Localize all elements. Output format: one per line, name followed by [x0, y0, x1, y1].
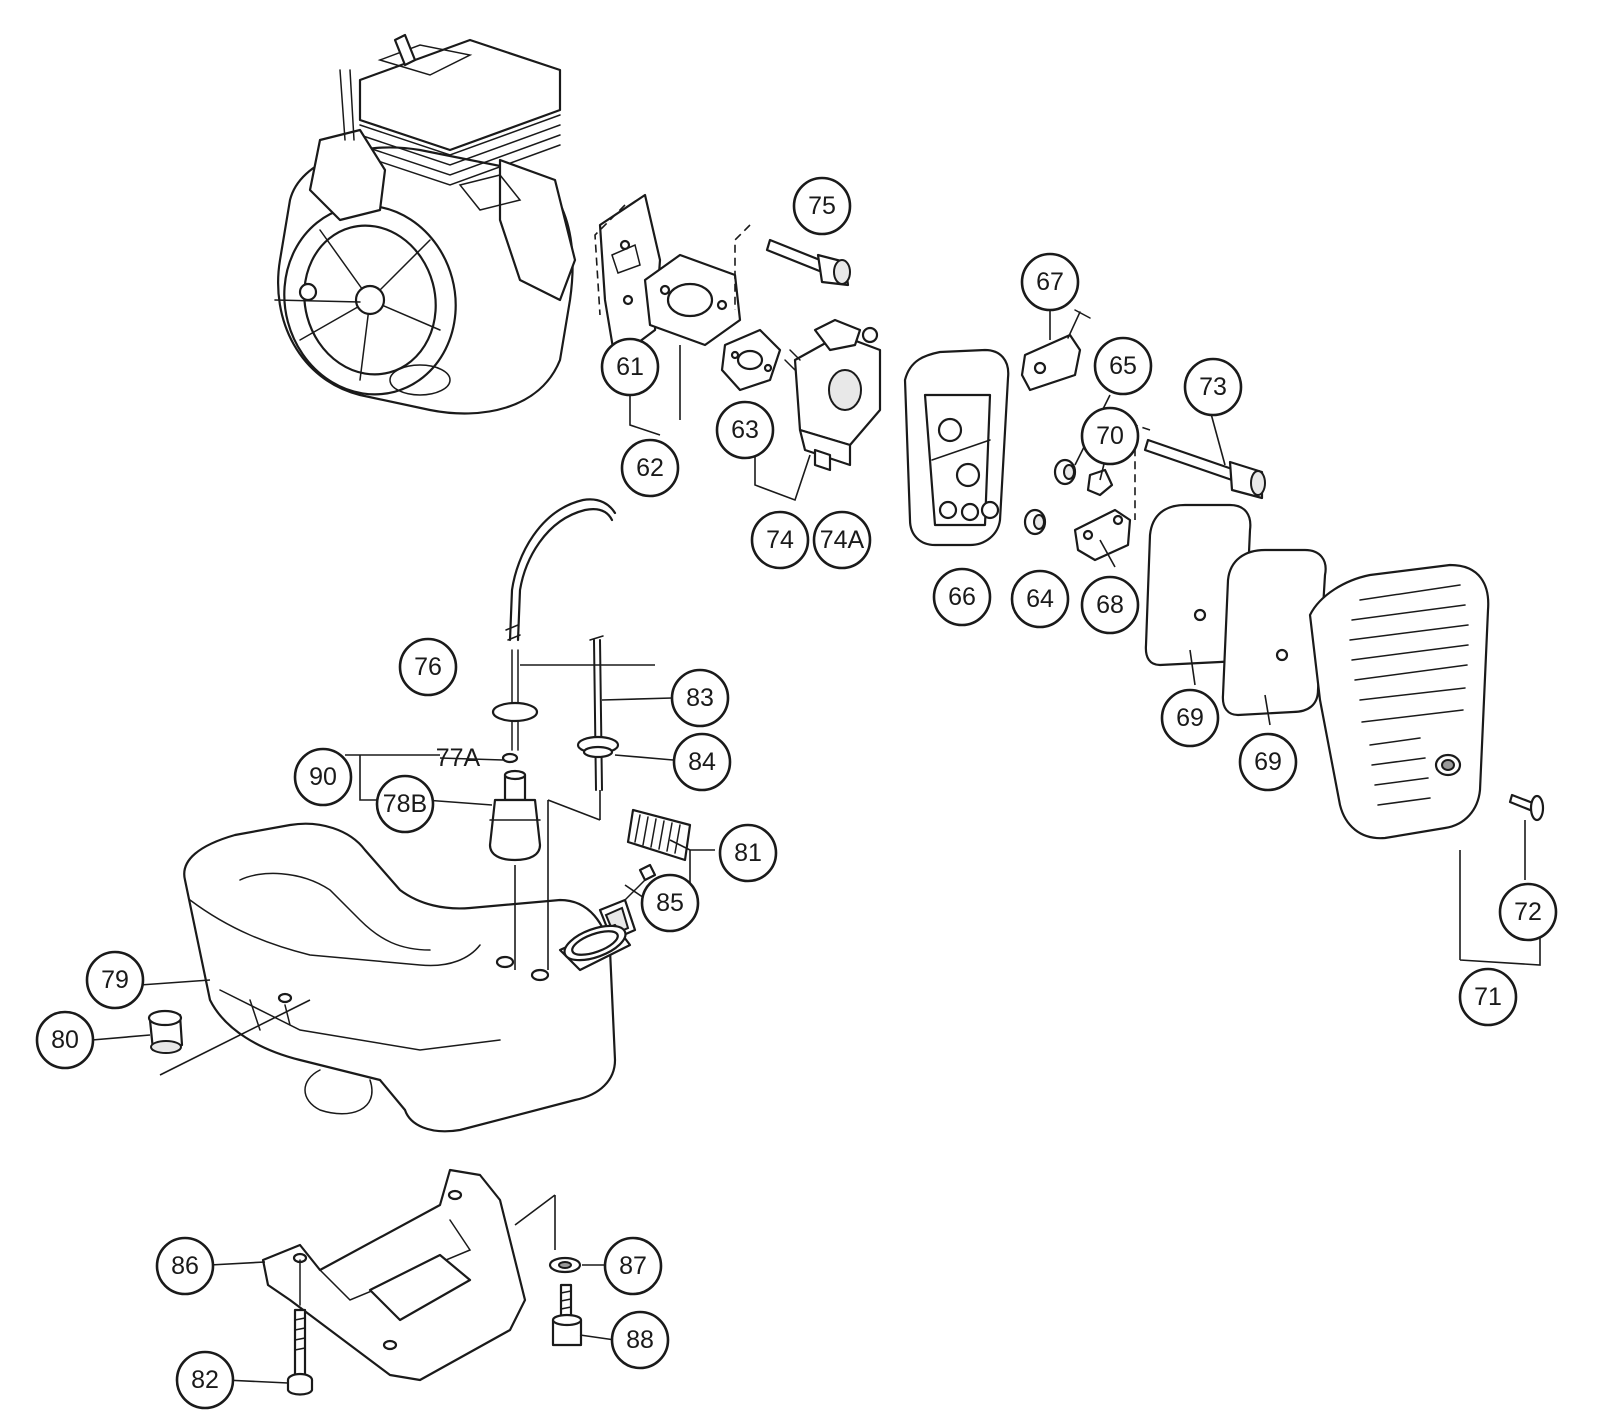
svg-text:65: 65 [1109, 352, 1137, 380]
fuel-filter-78B [488, 769, 542, 862]
callout-69-b: 69 [1238, 732, 1298, 792]
svg-text:73: 73 [1199, 373, 1227, 401]
engine-assembly [274, 33, 577, 415]
svg-text:68: 68 [1096, 591, 1124, 619]
svg-text:66: 66 [948, 583, 976, 611]
callout-85: 85 [640, 873, 700, 933]
callout-74A: 74A [812, 510, 872, 570]
insulator-62 [643, 253, 742, 347]
callout-64: 64 [1010, 569, 1070, 629]
element-69-back [1221, 548, 1327, 717]
svg-text:74: 74 [766, 526, 794, 554]
callout-81: 81 [718, 823, 778, 883]
svg-text:85: 85 [656, 889, 684, 917]
grommet-84 [576, 735, 620, 759]
carburetor-74 [784, 318, 882, 472]
svg-text:87: 87 [619, 1252, 647, 1280]
svg-text:86: 86 [171, 1252, 199, 1280]
svg-text:72: 72 [1514, 898, 1542, 926]
strainer-81 [626, 808, 692, 862]
callout-65: 65 [1093, 336, 1153, 396]
svg-text:69: 69 [1176, 704, 1204, 732]
svg-text:77A: 77A [436, 744, 481, 772]
svg-text:90: 90 [309, 763, 337, 791]
callout-67: 67 [1020, 252, 1080, 312]
plate-68 [1073, 508, 1132, 562]
callout-73: 73 [1183, 357, 1243, 417]
callout-84: 84 [672, 732, 732, 792]
callout-66: 66 [932, 567, 992, 627]
svg-text:69: 69 [1254, 748, 1282, 776]
guide-lines [159, 204, 1151, 1250]
part-70 [1086, 468, 1114, 497]
svg-text:78B: 78B [383, 790, 427, 818]
washer-87 [548, 1256, 582, 1274]
svg-text:76: 76 [414, 653, 442, 681]
bolt-73 [1143, 438, 1266, 500]
svg-text:81: 81 [734, 839, 762, 867]
callout-86: 86 [155, 1236, 215, 1296]
callout-61: 61 [600, 337, 660, 397]
clip-77A [501, 752, 519, 764]
svg-text:80: 80 [51, 1026, 79, 1054]
callout-82: 82 [175, 1350, 235, 1410]
svg-text:84: 84 [688, 748, 716, 776]
bracket-86 [261, 1168, 527, 1382]
collar-65 [1053, 458, 1077, 486]
air-cleaner-cover-71 [1308, 563, 1490, 840]
svg-text:79: 79 [101, 966, 129, 994]
bolt-75 [765, 238, 851, 287]
callout-79: 79 [85, 950, 145, 1010]
callout-68: 68 [1080, 575, 1140, 635]
callout-77A: 77A [436, 744, 481, 772]
callout-74: 74 [750, 510, 810, 570]
collar-64 [1023, 508, 1047, 536]
svg-text:71: 71 [1474, 983, 1502, 1011]
callout-75: 75 [792, 176, 852, 236]
svg-text:88: 88 [626, 1326, 654, 1354]
svg-text:83: 83 [686, 684, 714, 712]
bolt-88 [551, 1283, 583, 1347]
gasket-61 [598, 193, 662, 362]
svg-text:63: 63 [731, 416, 759, 444]
callout-70: 70 [1080, 406, 1140, 466]
damper-80 [147, 1009, 184, 1054]
callout-78B: 78B [375, 774, 435, 834]
callout-76: 76 [398, 637, 458, 697]
svg-text:75: 75 [808, 192, 836, 220]
callout-71: 71 [1458, 967, 1518, 1027]
bolt-82 [286, 1308, 314, 1396]
callout-88: 88 [610, 1310, 670, 1370]
callout-63: 63 [715, 400, 775, 460]
svg-text:74A: 74A [820, 526, 865, 554]
svg-text:70: 70 [1096, 422, 1124, 450]
fuel-pipe-76 [491, 498, 617, 751]
svg-text:67: 67 [1036, 268, 1064, 296]
screw-72 [1508, 793, 1545, 822]
callout-90: 90 [293, 747, 353, 807]
svg-text:64: 64 [1026, 585, 1054, 613]
plate-67 [1020, 309, 1091, 392]
callout-87: 87 [603, 1236, 663, 1296]
svg-text:61: 61 [616, 353, 644, 381]
callout-83: 83 [670, 668, 730, 728]
callout-layer: 75 67 65 73 61 62 63 70 74 74A 66 64 68 … [35, 176, 1558, 1410]
gasket-63 [720, 328, 782, 392]
fuel-pipe-83 [589, 635, 604, 791]
fuel-tank-79 [183, 822, 632, 1133]
callout-62: 62 [620, 438, 680, 498]
air-cleaner-base-66 [903, 348, 1010, 547]
svg-text:82: 82 [191, 1366, 219, 1394]
callout-72: 72 [1498, 882, 1558, 942]
svg-text:62: 62 [636, 454, 664, 482]
callout-80: 80 [35, 1010, 95, 1070]
callout-69-a: 69 [1160, 688, 1220, 748]
